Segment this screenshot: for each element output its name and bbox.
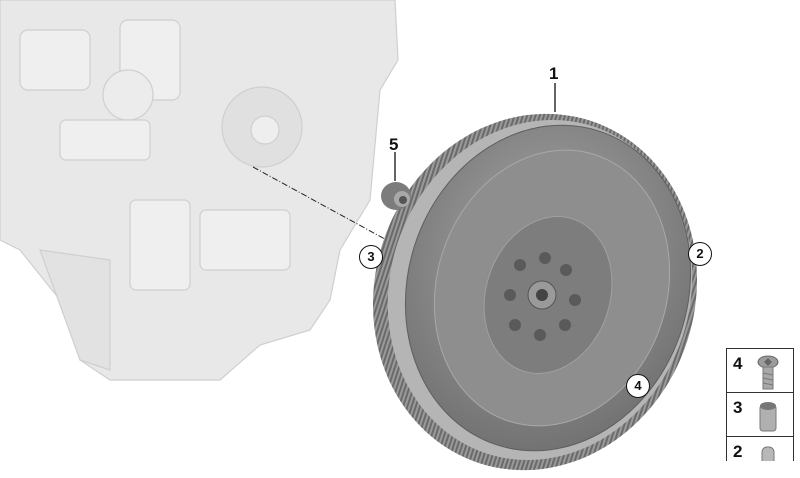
leader-lines bbox=[394, 83, 556, 181]
legend-row-bolt[interactable]: 4 bbox=[727, 349, 793, 393]
legend-row-sleeve[interactable]: 3 bbox=[727, 393, 793, 437]
sleeve-icon bbox=[759, 402, 777, 432]
callout-3[interactable]: 3 bbox=[359, 245, 383, 269]
engine-block bbox=[0, 0, 399, 381]
callout-5[interactable]: 5 bbox=[389, 135, 399, 154]
flywheel bbox=[372, 113, 698, 471]
legend-row-pin[interactable]: 2 bbox=[727, 437, 793, 461]
callout-4[interactable]: 4 bbox=[626, 374, 650, 398]
legend-number: 4 bbox=[733, 354, 743, 373]
callout-2[interactable]: 2 bbox=[688, 242, 712, 266]
pin-icon bbox=[761, 446, 775, 461]
callout-1[interactable]: 1 bbox=[549, 64, 559, 83]
legend-number: 2 bbox=[733, 442, 743, 461]
pilot-bearing bbox=[381, 182, 411, 210]
parts-legend: 4 3 2 bbox=[726, 348, 794, 461]
torx-bolt-icon bbox=[757, 355, 779, 390]
legend-number: 3 bbox=[733, 398, 743, 417]
